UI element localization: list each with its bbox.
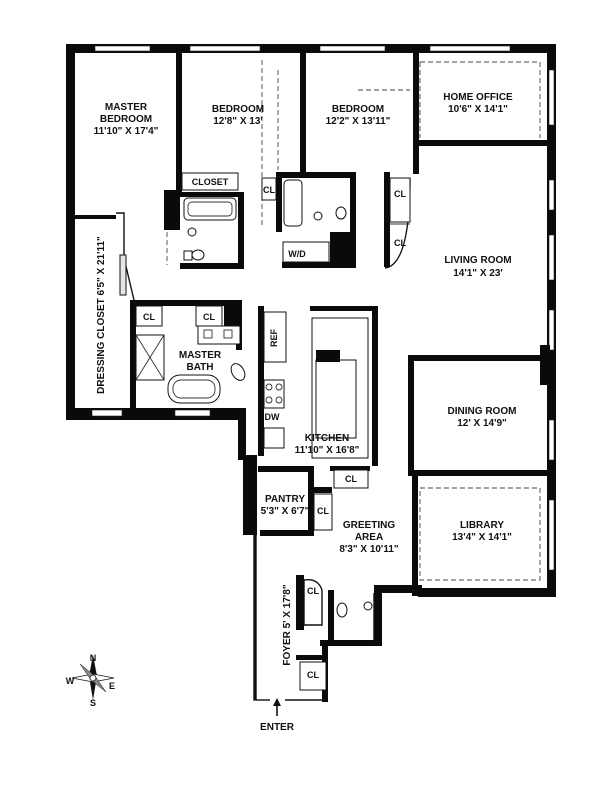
living-room-dims: 14'1" X 23': [453, 268, 503, 279]
sink-2-icon: [313, 211, 323, 221]
foyer-outline: [255, 535, 375, 701]
toilet-2-icon: [335, 206, 347, 220]
living-room-label: LIVING ROOM: [444, 255, 511, 266]
wd-label: W/D: [288, 249, 306, 259]
cl-label-dressing: CL: [143, 312, 155, 322]
master-toilet-icon: [230, 363, 246, 381]
master-bedroom-label-2: BEDROOM: [100, 114, 152, 125]
bedroom-2-dims: 12'2" X 13'11": [326, 116, 391, 127]
greeting-area-label-2: AREA: [355, 532, 383, 543]
master-bath-label: MASTER: [179, 350, 222, 361]
pantry-label: PANTRY: [265, 494, 305, 505]
cl-label-foyer-2: CL: [307, 670, 319, 680]
closet-label: CLOSET: [192, 177, 229, 187]
bedroom-2-label: BEDROOM: [332, 104, 384, 115]
compass-w: W: [66, 676, 75, 686]
dining-room-label: DINING ROOM: [448, 406, 517, 417]
master-bath-label-2: BATH: [186, 362, 213, 373]
bedroom-1-dims: 12'8" X 13': [213, 116, 263, 127]
fixture-labels: CLOSET CL CL CL W/D CL CL REF DW CL CL C…: [135, 172, 411, 691]
entrance: ENTER: [260, 698, 295, 733]
powder-sink-icon: [363, 601, 373, 611]
dashed-lines: [166, 60, 541, 581]
cl-label-greeting-2: CL: [317, 506, 329, 516]
kitchen-island: [315, 359, 357, 439]
cl-label-greeting-1: CL: [345, 474, 357, 484]
compass-s: S: [90, 698, 96, 708]
ref-label: REF: [269, 328, 279, 347]
fixtures: [135, 177, 411, 618]
foyer-label: FOYER 5' X 17'8": [282, 584, 293, 665]
dw-label: DW: [265, 412, 280, 422]
interior-walls: [66, 44, 553, 701]
powder-toilet-icon: [336, 602, 348, 618]
master-tub-icon: [167, 374, 221, 404]
compass-e: E: [109, 681, 115, 691]
compass-n: N: [90, 653, 97, 663]
kitchen-sink-icon: [263, 427, 285, 449]
sink-icon: [187, 227, 197, 237]
cl-label-bath: CL: [203, 312, 215, 322]
library-label: LIBRARY: [460, 520, 504, 531]
bathtub-2-icon: [283, 179, 303, 227]
master-bedroom-label: MASTER: [105, 102, 148, 113]
bathtub-icon: [183, 197, 237, 221]
home-office-label: HOME OFFICE: [443, 92, 513, 103]
toilet-icon: [191, 249, 205, 261]
windows: [91, 45, 555, 571]
dressing-closet-label: DRESSING CLOSET 6'5" X 21'11": [96, 236, 107, 394]
enter-arrow-icon: [273, 698, 281, 706]
cl-label-foyer-1: CL: [307, 586, 319, 596]
home-office-dims: 10'6" X 14'1": [448, 104, 508, 115]
greeting-area-label: GREETING: [343, 520, 395, 531]
master-bedroom-dims: 11'10" X 17'4": [94, 126, 159, 137]
kitchen-dims: 11'10" X 16'8": [295, 445, 360, 456]
dining-room-dims: 12' X 14'9": [457, 418, 507, 429]
enter-label: ENTER: [260, 722, 295, 733]
stove-icon: [263, 379, 285, 409]
cl-label-bedroom1: CL: [263, 185, 275, 195]
dressing-closet-wall: [116, 212, 135, 301]
bedroom-1-label: BEDROOM: [212, 104, 264, 115]
compass-icon: N E S W: [66, 653, 115, 708]
room-labels: MASTER BEDROOM 11'10" X 17'4" BEDROOM 12…: [94, 92, 517, 666]
cl-label-living-2: CL: [394, 238, 406, 248]
pantry-dims: 5'3" X 6'7": [261, 506, 310, 517]
greeting-area-dims: 8'3" X 10'11": [339, 544, 399, 555]
cl-label-living-1: CL: [394, 189, 406, 199]
ref-box: [263, 311, 287, 363]
kitchen-label: KITCHEN: [305, 433, 349, 444]
library-dims: 13'4" X 14'1": [452, 532, 512, 543]
